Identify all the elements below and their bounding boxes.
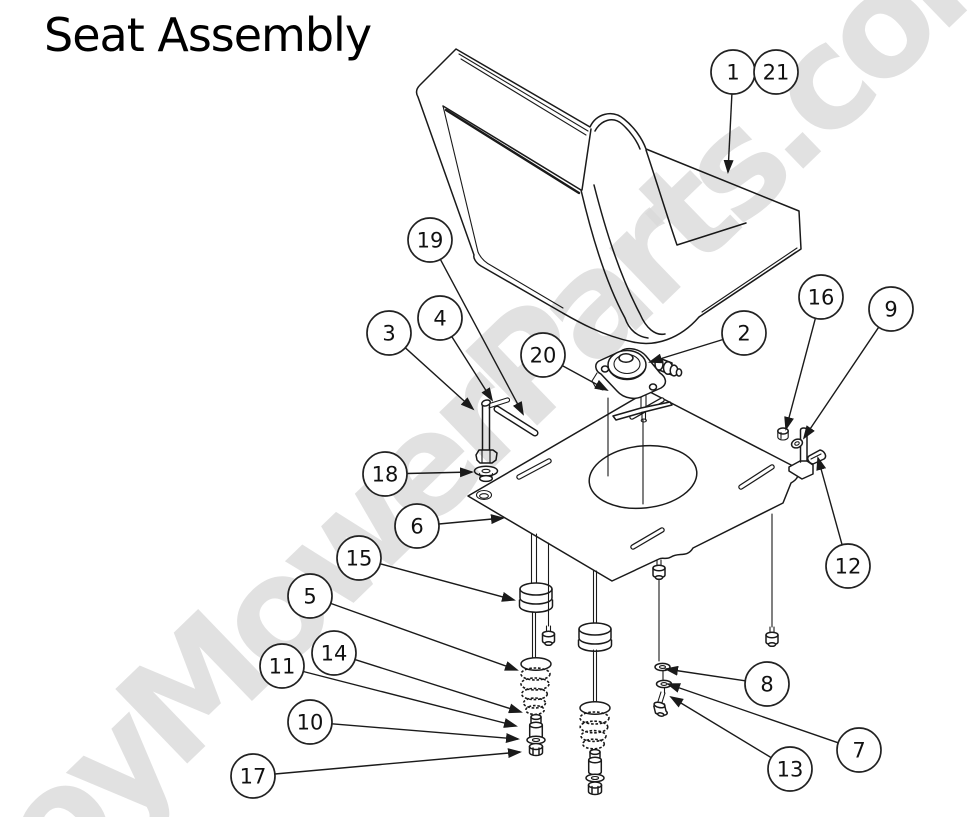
- callout-balloon-12: [825, 543, 871, 589]
- callout-number-14: 14: [321, 642, 348, 666]
- locknut-graphic: [777, 427, 789, 441]
- callout-21: 21: [753, 49, 799, 95]
- callout-15: 15: [336, 535, 382, 581]
- callout-balloon-10: [287, 699, 333, 745]
- leader-line-20: [561, 364, 609, 391]
- leader-line-4: [451, 336, 494, 402]
- callout-9: 9: [868, 286, 914, 332]
- callout-number-9: 9: [884, 298, 897, 322]
- callout-number-15: 15: [346, 547, 373, 571]
- hanging-bolt-left: [541, 542, 556, 647]
- page-title: Seat Assembly: [44, 8, 372, 62]
- callout-balloon-20: [520, 332, 566, 378]
- right-spring-isolator-assembly: [577, 570, 613, 796]
- callout-20: 20: [520, 332, 566, 378]
- callout-balloon-14: [311, 630, 357, 676]
- washer-graphic: [790, 438, 804, 449]
- callout-balloon-15: [336, 535, 382, 581]
- leader-line-11: [303, 670, 518, 728]
- callout-19: 19: [407, 217, 453, 263]
- callout-3: 3: [366, 310, 412, 356]
- leader-line-8: [664, 665, 746, 682]
- callout-number-16: 16: [808, 286, 835, 310]
- callout-11: 11: [259, 643, 305, 689]
- leader-line-16: [784, 318, 817, 431]
- callout-number-20: 20: [530, 344, 557, 368]
- callout-balloon-19: [407, 217, 453, 263]
- leader-line-13: [669, 695, 772, 759]
- callout-number-12: 12: [835, 555, 862, 579]
- leader-line-10: [331, 723, 520, 744]
- callout-14: 14: [311, 630, 357, 676]
- hanging-bolt-right: [765, 513, 779, 648]
- callout-number-7: 7: [852, 739, 865, 763]
- callout-balloon-13: [767, 746, 813, 792]
- callout-7: 7: [836, 727, 882, 773]
- callout-5: 5: [287, 573, 333, 619]
- callout-layer: 1 21 19 3 4 20 2 16 9 12 18 6 15 5 14 11 10 17 8 7 13: [230, 49, 914, 799]
- roll-pin-graphic: [493, 405, 539, 437]
- leader-line-1: [723, 93, 734, 174]
- leader-line-15: [380, 563, 516, 602]
- callout-balloon-16: [798, 274, 844, 320]
- leader-line-5: [330, 602, 519, 671]
- leader-line-12: [816, 456, 843, 545]
- flanged-washer-graphic: [473, 465, 499, 483]
- leader-line-2: [648, 338, 724, 364]
- callout-balloon-7: [836, 727, 882, 773]
- leader-line-18: [406, 467, 474, 478]
- leader-line-19: [439, 259, 524, 416]
- callout-number-2: 2: [737, 322, 750, 346]
- callout-balloon-4: [417, 295, 463, 341]
- seat-graphic: [415, 48, 802, 345]
- leader-line-3: [404, 347, 475, 411]
- clevis-pin-graphic: [807, 449, 827, 465]
- leader-line-17: [274, 748, 522, 775]
- callout-balloon-8: [744, 661, 790, 707]
- callout-number-5: 5: [303, 585, 316, 609]
- callout-balloon-3: [366, 310, 412, 356]
- callout-balloon-6: [394, 503, 440, 549]
- leader-line-7: [666, 683, 839, 744]
- callout-number-17: 17: [240, 765, 267, 789]
- callout-18: 18: [362, 451, 408, 497]
- callout-1: 1: [710, 49, 756, 95]
- callout-number-13: 13: [777, 758, 804, 782]
- pivot-bolt-shafts: [607, 397, 644, 505]
- shoulder-bolt-graphic: [475, 397, 511, 464]
- leader-line-6: [438, 514, 505, 525]
- leader-line-9: [802, 326, 880, 440]
- callout-6: 6: [394, 503, 440, 549]
- callout-number-3: 3: [382, 322, 395, 346]
- callout-16: 16: [798, 274, 844, 320]
- callout-number-18: 18: [372, 463, 399, 487]
- callout-4: 4: [417, 295, 463, 341]
- callout-13: 13: [767, 746, 813, 792]
- callout-balloon-5: [287, 573, 333, 619]
- callout-balloon-11: [259, 643, 305, 689]
- callout-10: 10: [287, 699, 333, 745]
- callout-8: 8: [744, 661, 790, 707]
- callout-17: 17: [230, 753, 276, 799]
- callout-balloon-2: [721, 310, 767, 356]
- leader-line-14: [354, 658, 523, 714]
- left-spring-isolator-assembly: [518, 533, 554, 757]
- callout-number-6: 6: [410, 515, 423, 539]
- callout-number-19: 19: [417, 229, 444, 253]
- callout-number-10: 10: [297, 711, 324, 735]
- callout-balloon-9: [868, 286, 914, 332]
- callout-balloon-17: [230, 753, 276, 799]
- callout-number-4: 4: [433, 307, 446, 331]
- callout-balloon-21: [753, 49, 799, 95]
- callout-12: 12: [825, 543, 871, 589]
- hanging-bolt-center: [652, 559, 666, 662]
- callout-2: 2: [721, 310, 767, 356]
- callout-balloon-18: [362, 451, 408, 497]
- washer-stack-graphic: [653, 662, 673, 717]
- callout-number-8: 8: [760, 673, 773, 697]
- callout-number-1: 1: [726, 61, 739, 85]
- callout-number-21: 21: [763, 61, 790, 85]
- callout-number-11: 11: [269, 655, 296, 679]
